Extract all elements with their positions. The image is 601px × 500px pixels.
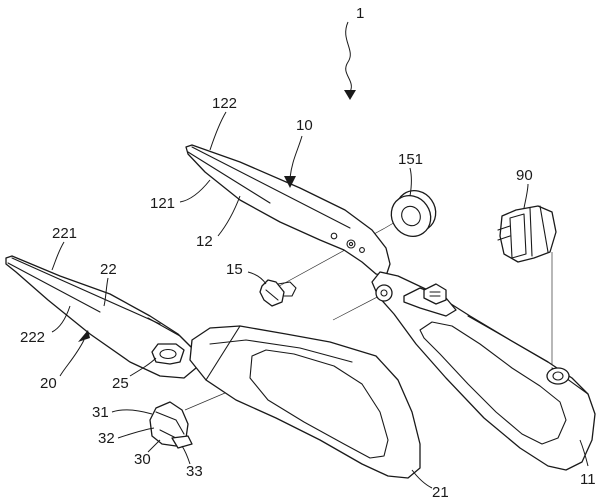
label-1: 1	[356, 5, 364, 22]
label-31: 31	[92, 404, 109, 421]
label-11: 11	[580, 471, 596, 488]
clip-90	[497, 205, 557, 263]
label-122: 122	[212, 95, 237, 112]
label-151: 151	[398, 151, 423, 168]
label-221: 221	[52, 225, 77, 242]
label-90: 90	[516, 167, 533, 184]
label-20: 20	[40, 375, 57, 392]
label-30: 30	[134, 451, 151, 468]
upper-blade-10	[185, 144, 391, 277]
handle-11	[371, 271, 596, 471]
washer-151	[390, 189, 437, 238]
label-21: 21	[432, 484, 449, 500]
label-121: 121	[150, 195, 175, 212]
handle-21	[189, 325, 421, 479]
label-25: 25	[112, 375, 129, 392]
label-10: 10	[296, 117, 313, 134]
label-15: 15	[226, 261, 243, 278]
leader-lines	[51, 21, 589, 489]
bumper-30	[149, 401, 193, 449]
label-222: 222	[20, 329, 45, 346]
reference-numerals: 1 10 122 121 12 151 15 90 221 22 222 20 …	[20, 5, 596, 500]
label-12: 12	[196, 233, 213, 250]
lower-blade-20	[5, 255, 197, 379]
label-32: 32	[98, 430, 115, 447]
label-33: 33	[186, 463, 203, 480]
rivet-15	[259, 279, 297, 307]
label-22: 22	[100, 261, 117, 278]
